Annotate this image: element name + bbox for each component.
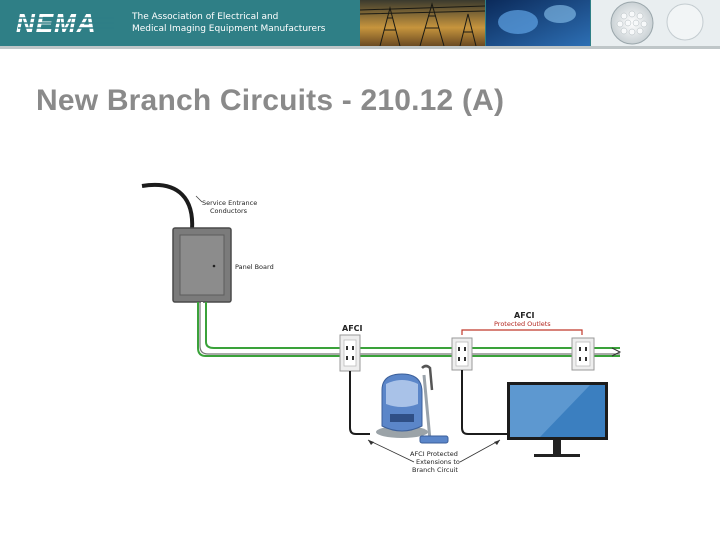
panel-label: Panel Board: [235, 263, 274, 271]
org-line-1: The Association of Electrical and: [132, 12, 279, 22]
service-leader-line: [195, 195, 203, 203]
organization-name: The Association of Electrical and Medica…: [132, 11, 325, 35]
service-label-1: Service Entrance: [202, 199, 257, 207]
afci-outlet-1: [339, 334, 361, 372]
vacuum-cleaner-image: [376, 364, 449, 444]
afci-outlets-label-1: AFCI: [514, 311, 535, 320]
afci-outlets-label-2: Protected Outlets: [494, 320, 551, 328]
service-entrance-cable: [141, 182, 195, 231]
header-bar: NEMA The Association of Electrical and M…: [0, 0, 720, 46]
branch-circuit-wiring: [197, 302, 620, 357]
service-label-2: Conductors: [210, 207, 248, 215]
vacuum-extension-cord: [349, 371, 370, 435]
afci-circuit-diagram: Service Entrance Conductors Panel Board …: [141, 182, 622, 474]
extension-label-2: Extensions to: [416, 458, 460, 466]
header-divider: [0, 46, 720, 49]
org-line-2: Medical Imaging Equipment Manufacturers: [132, 24, 326, 34]
nema-logo: NEMA: [16, 9, 114, 37]
tv-extension-cord: [461, 400, 508, 435]
slide-title: New Branch Circuits - 210.12 (A): [36, 84, 505, 117]
arrowhead-right-icon: [494, 440, 500, 445]
afci-label: AFCI: [342, 324, 363, 333]
afci-outlet-3: [571, 337, 595, 371]
protected-outlets-bracket: [461, 329, 583, 335]
afci-outlet-2: [451, 337, 473, 371]
arrowhead-left-icon: [368, 440, 374, 445]
extension-arrow-left: [367, 439, 415, 463]
television-image: [507, 382, 608, 457]
extension-label-3: Branch Circuit: [412, 466, 458, 474]
header-photo-strip: [360, 0, 720, 46]
extension-arrow-right: [459, 439, 501, 463]
wire-arrow-icon: [611, 347, 622, 357]
extension-label-1: AFCI Protected: [410, 450, 458, 458]
